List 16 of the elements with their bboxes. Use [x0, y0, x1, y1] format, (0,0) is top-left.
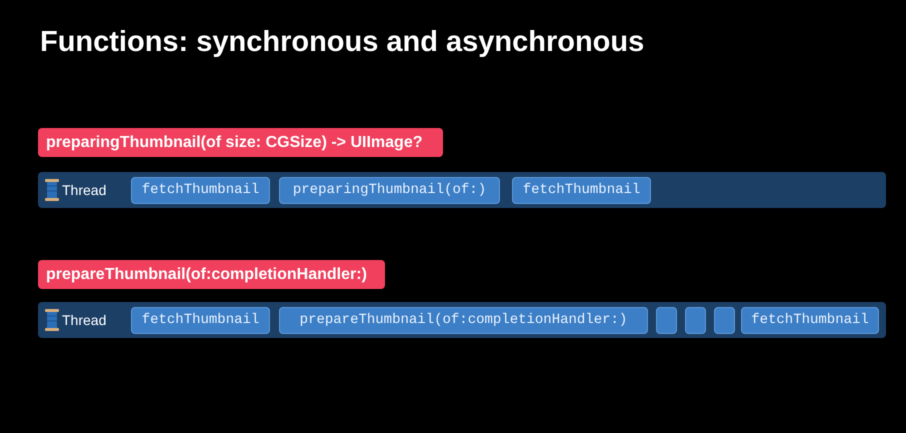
function-block: prepareThumbnail(of:completionHandler:) — [279, 307, 648, 334]
thread-label: Thread — [62, 310, 106, 330]
thread-label: Thread — [62, 180, 106, 200]
empty-block — [714, 307, 735, 334]
thread-bar — [38, 172, 886, 208]
slide-title: Functions: synchronous and asynchronous — [40, 25, 644, 60]
function-block: fetchThumbnail — [131, 177, 270, 204]
thread-bar — [38, 302, 886, 338]
function-block: fetchThumbnail — [512, 177, 651, 204]
empty-block — [685, 307, 706, 334]
signature-label: prepareThumbnail(of:completionHandler:) — [38, 260, 385, 289]
function-block: preparingThumbnail(of:) — [279, 177, 500, 204]
signature-label: preparingThumbnail(of size: CGSize) -> UIImage? — [38, 128, 443, 157]
function-block: fetchThumbnail — [741, 307, 879, 334]
function-block: fetchThumbnail — [131, 307, 270, 334]
empty-block — [656, 307, 677, 334]
